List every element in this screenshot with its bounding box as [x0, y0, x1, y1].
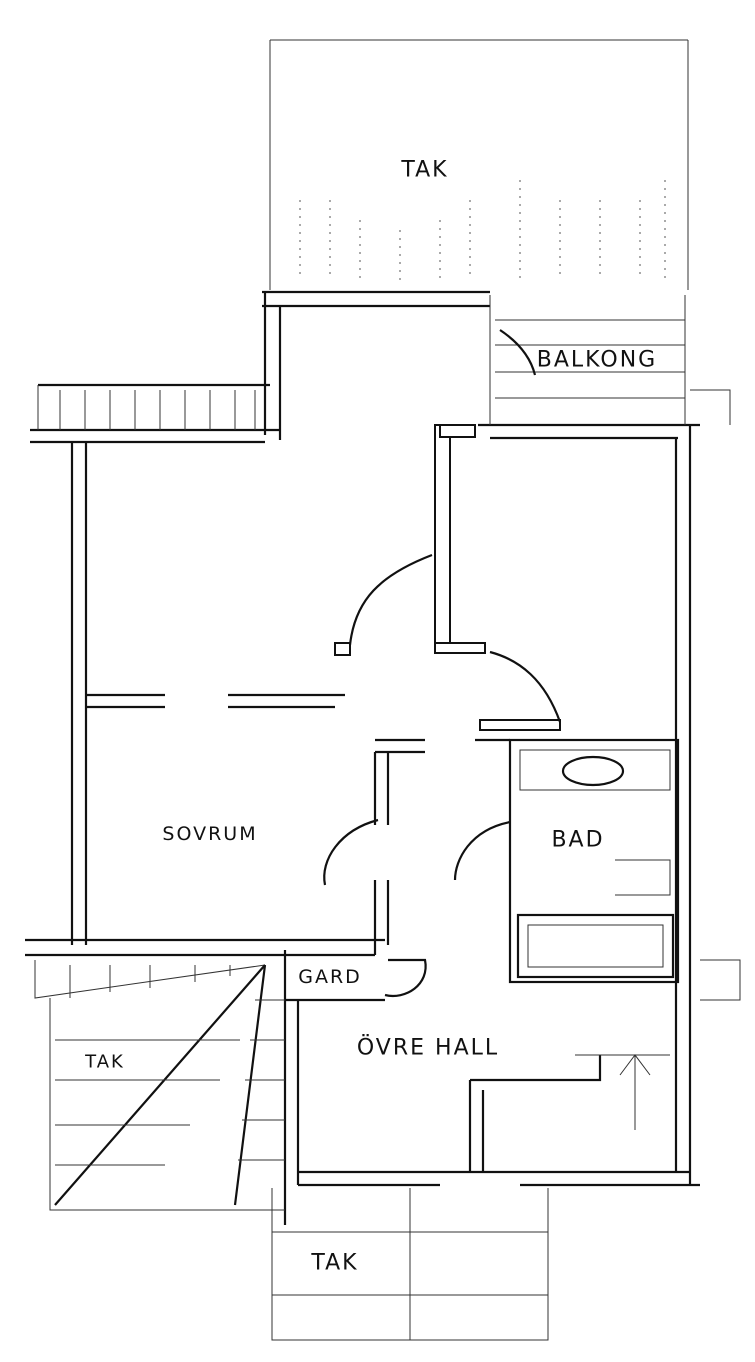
roof-bottom-area — [271, 1170, 549, 1341]
label-upper-hall: ÖVRE HALL — [356, 1035, 500, 1061]
doors — [323, 818, 511, 998]
label-bedroom: SOVRUM — [162, 823, 258, 845]
label-wardrobe: GARD — [298, 966, 362, 988]
walls — [25, 290, 700, 1225]
sink-icon — [561, 755, 625, 787]
label-roof-left: TAK — [85, 1051, 125, 1073]
roof-top-area — [269, 39, 689, 290]
partition-wall — [334, 424, 562, 731]
label-balcony: BALKONG — [536, 347, 658, 373]
balcony-area — [489, 295, 731, 425]
stair — [468, 1054, 670, 1172]
label-roof-bottom: TAK — [311, 1250, 359, 1276]
left-balcony — [37, 383, 270, 430]
roof-left-area — [34, 960, 285, 1211]
label-roof-top: TAK — [401, 157, 449, 183]
bathroom-fixtures — [508, 738, 741, 1001]
bathtub-icon — [516, 913, 675, 979]
label-bathroom: BAD — [551, 827, 605, 853]
